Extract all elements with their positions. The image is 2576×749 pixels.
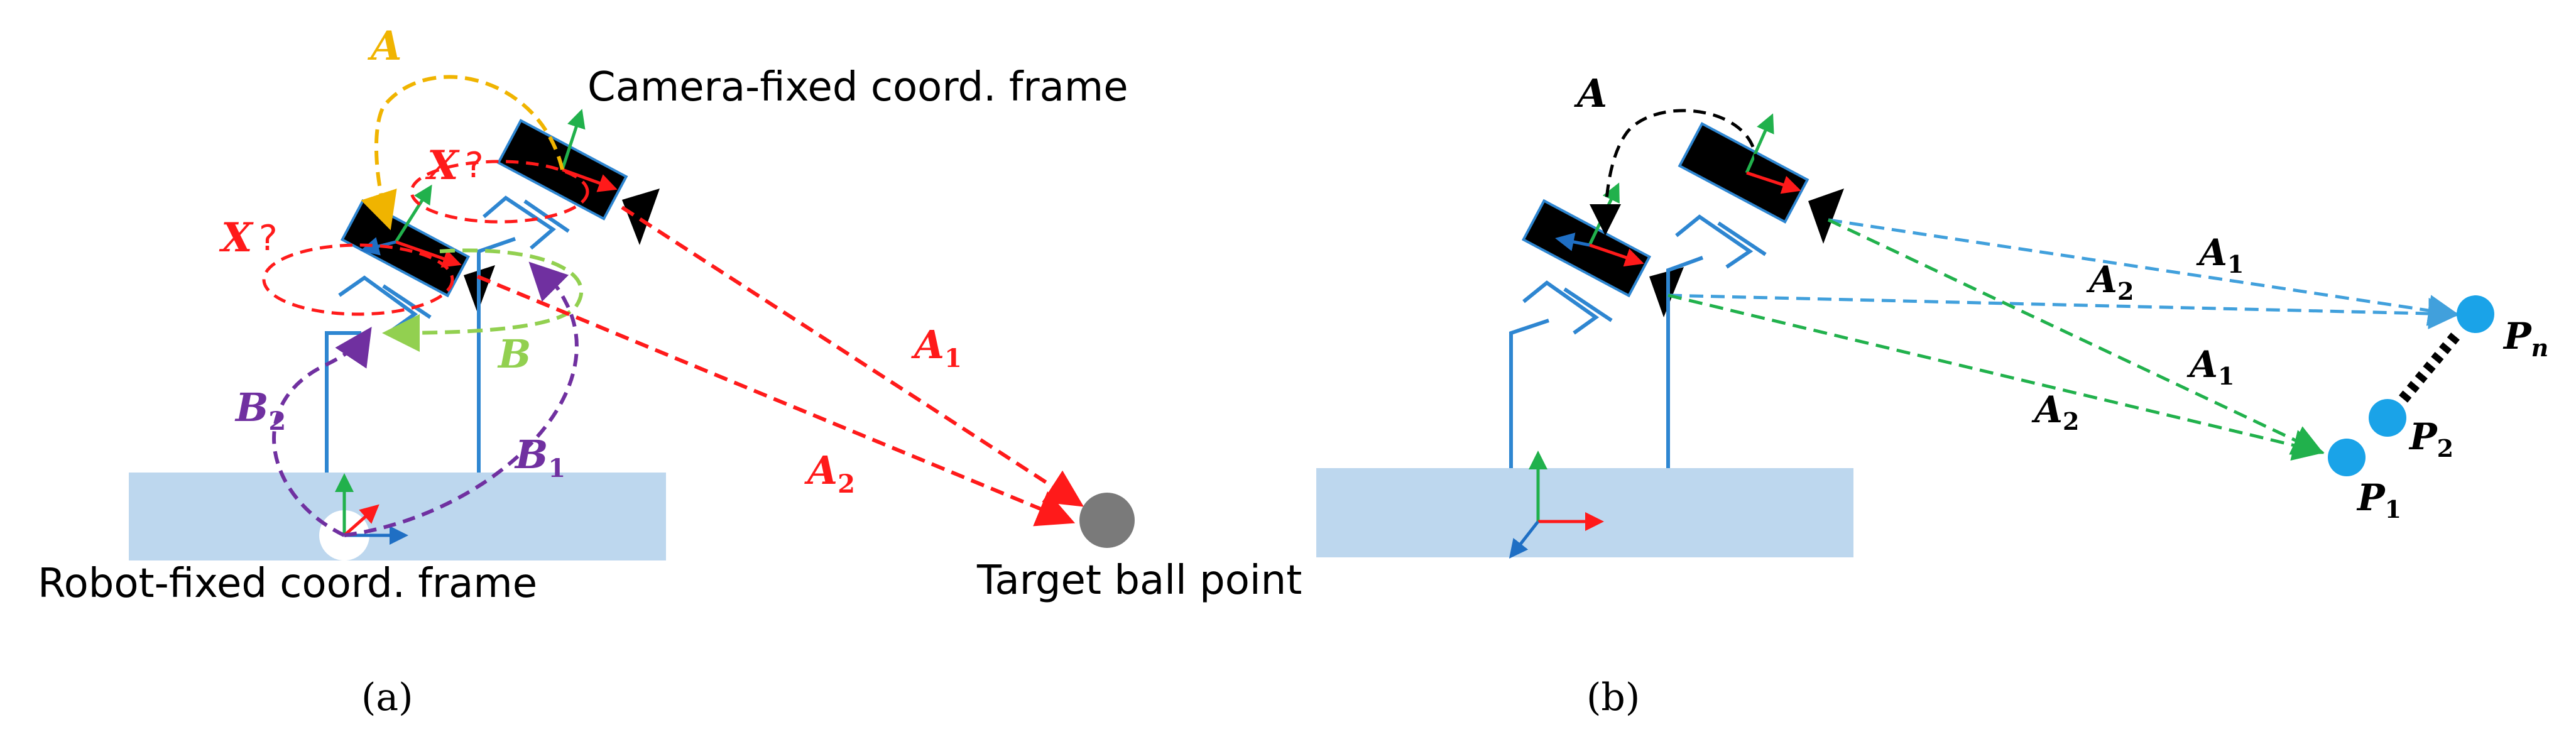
label-A2-red: A2	[804, 447, 855, 499]
camera-pose-2	[496, 109, 660, 245]
label-B2-purple: B2	[234, 385, 286, 436]
label-A-yellow: A	[368, 23, 402, 70]
label-P1: P1	[2356, 476, 2401, 523]
robot-table	[129, 473, 666, 560]
panel-a: Camera-fixed coord. frame Robot-fixed co…	[38, 23, 1302, 719]
line-A1-top-blue	[1828, 218, 2460, 326]
robot-arm-b-1	[1509, 280, 1613, 468]
arrow-A-black	[1590, 109, 1758, 236]
label-X-right: X	[425, 142, 460, 189]
label-A2-top: A2	[2086, 258, 2134, 305]
target-ball	[1079, 493, 1135, 548]
label-P2: P2	[2408, 415, 2453, 462]
arrow-B1-purple	[344, 261, 579, 537]
ball-Pn	[2457, 295, 2494, 333]
ball-P1	[2328, 439, 2366, 476]
label-A2-low: A2	[2031, 388, 2079, 435]
caption-b: (b)	[1586, 675, 1640, 719]
label-Pn: Pn	[2502, 315, 2548, 362]
camera-b-1	[1521, 182, 1684, 317]
label-A1-low: A1	[2186, 343, 2234, 390]
label-A-black: A	[1574, 70, 1607, 116]
camera-b-2	[1678, 113, 1844, 244]
question-X-right: ?	[465, 145, 484, 186]
arrow-A1-red	[621, 205, 1084, 507]
label-B1-purple: B1	[514, 432, 565, 483]
camera-frame-label: Camera-fixed coord. frame	[587, 64, 1128, 111]
line-A2-low-green	[1667, 293, 2325, 461]
robot-frame-label: Robot-fixed coord. frame	[38, 560, 537, 607]
arrow-A-yellow	[361, 75, 564, 231]
target-label: Target ball point	[976, 557, 1302, 604]
arrow-B2-purple	[272, 327, 372, 537]
chain-dots	[2399, 332, 2460, 403]
camera-lens-2	[622, 189, 660, 245]
line-A2-top-blue	[1667, 293, 2460, 330]
arrow-B-green	[382, 248, 584, 352]
robot-arm-b-2	[1666, 214, 1767, 468]
label-A1-red: A1	[911, 322, 962, 373]
robot-table-b	[1316, 468, 1853, 557]
caption-a: (a)	[361, 675, 413, 719]
label-A1-top: A1	[2196, 231, 2244, 278]
panel-b: A A1 A2 A1 A2 P1 P2 Pn (b)	[1316, 70, 2548, 719]
label-B-green: B	[497, 331, 531, 377]
ball-P2	[2369, 399, 2406, 437]
line-A1-low-green	[1827, 218, 2325, 455]
question-X-left: ?	[259, 218, 278, 259]
ellipse-X-right	[410, 160, 589, 224]
label-X-left: X	[219, 214, 254, 261]
ellipse-X-left	[262, 243, 454, 316]
robot-frame-axes-b	[1509, 451, 1604, 559]
